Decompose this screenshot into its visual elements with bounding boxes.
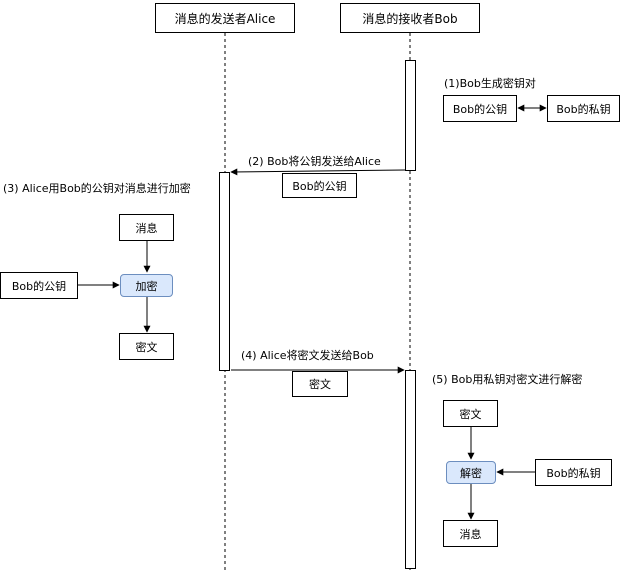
step-2-label: (2) Bob将公钥发送给Alice xyxy=(248,155,381,168)
ciphertext-box-1: 密文 xyxy=(119,333,174,360)
decrypt-box: 解密 xyxy=(446,461,496,484)
bob-pubkey-box-2: Bob的公钥 xyxy=(282,173,357,198)
bob-activation-1 xyxy=(405,60,416,171)
step-5-label: (5) Bob用私钥对密文进行解密 xyxy=(432,373,583,386)
step-4-label: (4) Alice将密文发送给Bob xyxy=(241,349,374,362)
bob-pubkey-box-3: Bob的公钥 xyxy=(0,272,78,299)
message-box-1: 消息 xyxy=(119,214,174,241)
message-2-arrow xyxy=(230,168,406,176)
bob-activation-2 xyxy=(405,370,416,569)
alice-activation xyxy=(219,172,230,371)
participant-bob: 消息的接收者Bob xyxy=(340,3,480,33)
encrypt-box: 加密 xyxy=(120,274,173,297)
bob-privkey-box-2: Bob的私钥 xyxy=(535,459,612,486)
bob-pubkey-box-1: Bob的公钥 xyxy=(443,95,517,122)
ciphertext-box-2: 密文 xyxy=(292,371,348,397)
participant-alice: 消息的发送者Alice xyxy=(155,3,295,33)
ciphertext-box-3: 密文 xyxy=(443,400,498,427)
step-3-label: (3) Alice用Bob的公钥对消息进行加密 xyxy=(3,182,191,195)
step-1-label: (1)Bob生成密钥对 xyxy=(444,77,536,90)
message-box-2: 消息 xyxy=(443,520,498,547)
bob-privkey-box-1: Bob的私钥 xyxy=(547,95,620,122)
